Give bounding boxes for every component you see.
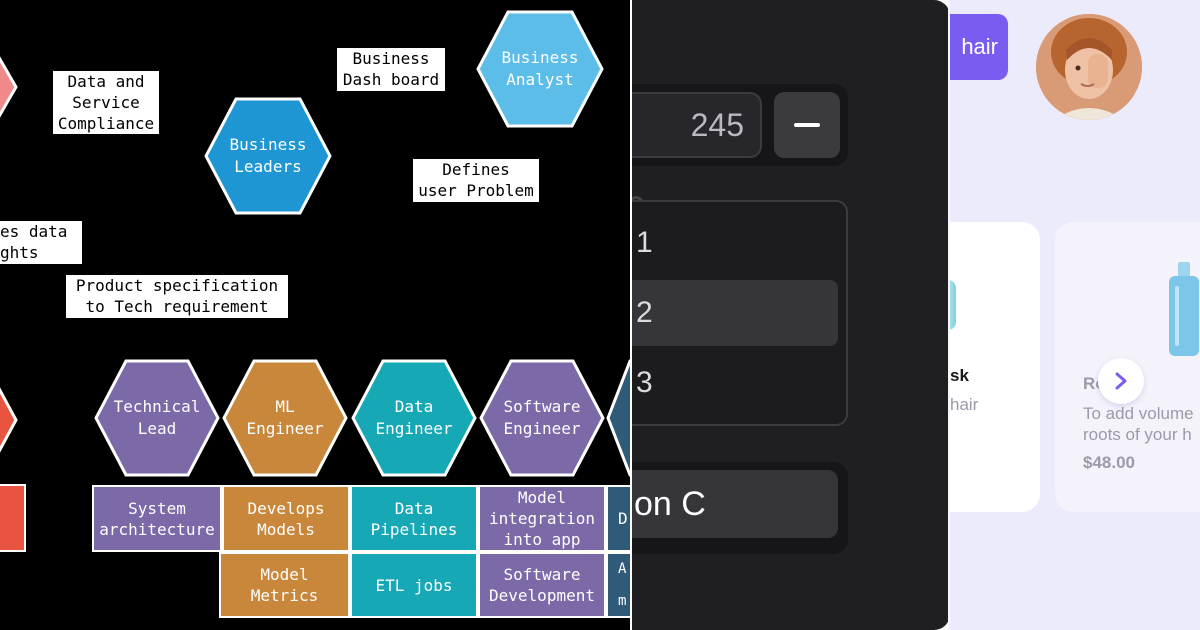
role-ml-engineer-label: ML Engineer xyxy=(246,397,324,438)
task-data-pipelines: Data Pipelines xyxy=(350,485,478,552)
select-field[interactable]: on C xyxy=(632,470,838,538)
note-data-service-compliance: Data and Service Compliance xyxy=(53,71,159,134)
role-ml-engineer-hexagon: ML Engineer xyxy=(222,359,348,477)
task-model-metrics: Model Metrics xyxy=(219,552,350,618)
list-item-2-selected[interactable]: 2 xyxy=(632,280,838,346)
chevron-right-icon xyxy=(1115,372,1127,390)
partial-task-box-left xyxy=(0,484,26,552)
product-1-subtitle: hair xyxy=(950,395,979,414)
role-diagram-panel: Data and Service Compliance Business Das… xyxy=(0,0,630,630)
product-1-title: sk xyxy=(950,366,969,385)
role-business-leaders-hexagon: Business Leaders xyxy=(204,97,332,215)
product-image-partial xyxy=(950,280,956,330)
list-item-1[interactable]: 1 xyxy=(636,226,653,259)
role-software-engineer-label: Software Engineer xyxy=(503,397,581,438)
note-data-insights: es data ghts xyxy=(0,221,82,264)
task-etl-jobs: ETL jobs xyxy=(350,552,478,618)
task-system-architecture: System architecture xyxy=(92,485,222,552)
stepper-minus-button[interactable] xyxy=(774,92,840,158)
product-2-price: $48.00 xyxy=(1083,453,1135,472)
note-product-spec: Product specification to Tech requiremen… xyxy=(66,275,288,318)
role-business-analyst-label: Business Analyst xyxy=(501,48,579,89)
role-technical-lead-label: Technical Lead xyxy=(113,397,201,438)
role-software-engineer-hexagon: Software Engineer xyxy=(479,359,605,477)
role-data-engineer-label: Data Engineer xyxy=(375,397,453,438)
partial-hexagon-mid-left xyxy=(0,387,18,453)
avatar[interactable] xyxy=(1036,14,1142,120)
role-business-leaders-label: Business Leaders xyxy=(229,135,307,176)
note-business-dashboard: Business Dash board xyxy=(337,48,445,91)
carousel-next-button[interactable] xyxy=(1098,358,1144,404)
panel-divider-right xyxy=(948,0,951,630)
product-bottle-image xyxy=(1169,262,1199,356)
task-model-integration: Model integration into app xyxy=(478,485,606,552)
minus-icon xyxy=(794,123,820,127)
option-list: 1 2 3 xyxy=(632,200,848,426)
product-card-1[interactable]: sk hair xyxy=(950,222,1040,512)
product-2-description: To add volume roots of your h xyxy=(1083,404,1194,444)
category-chip-hair[interactable]: hair xyxy=(950,14,1008,80)
role-data-engineer-hexagon: Data Engineer xyxy=(351,359,477,477)
list-item-3[interactable]: 3 xyxy=(636,366,653,399)
select-field-wrapper: on C xyxy=(632,462,848,554)
number-stepper: 245 xyxy=(632,84,848,166)
partial-hexagon-right-edge xyxy=(606,359,630,477)
role-business-analyst-hexagon: Business Analyst xyxy=(476,10,604,128)
note-defines-user-problem: Defines user Problem xyxy=(413,159,539,202)
dark-form-panel: 245 1 2 3 on C xyxy=(632,0,950,630)
task-software-development: Software Development xyxy=(478,552,606,618)
task-develops-models: Develops Models xyxy=(222,485,350,552)
role-technical-lead-hexagon: Technical Lead xyxy=(94,359,220,477)
partial-hexagon-top-left xyxy=(0,56,18,118)
shop-panel: hair sk hair Ro ost xyxy=(950,0,1200,630)
stepper-value-input[interactable]: 245 xyxy=(632,92,762,158)
task-partial-d: D xyxy=(606,485,630,552)
task-partial-a: A m xyxy=(606,552,630,618)
